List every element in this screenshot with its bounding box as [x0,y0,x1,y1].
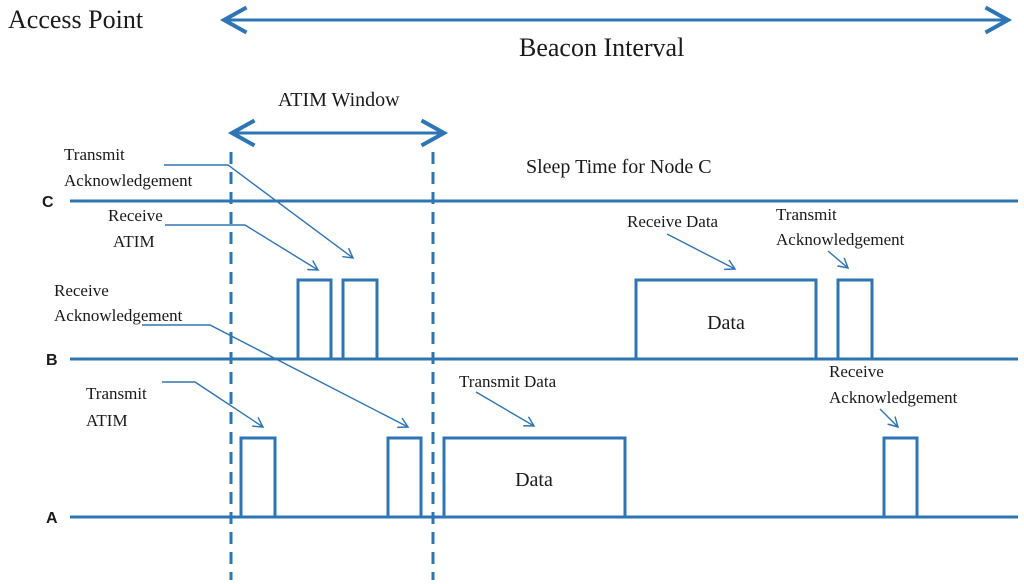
node-b-data-label: Data [707,312,745,334]
node-b-data-pulse [634,278,818,359]
b-transmit-ack-annotation: Transmit Acknowledgement [776,205,905,249]
sleep-time-label: Sleep Time for Node C [526,156,712,178]
a-final-receive-ack-arrow [879,408,900,429]
a-transmit-atim-arrow [162,381,265,428]
node-a-data-pulse [442,436,627,517]
node-c-label: C [42,194,54,211]
node-b-receive-atim-pulse [296,278,333,359]
a-receive-ack-annotation: Receive Acknowledgement [54,281,183,325]
node-a-transmit-atim-pulse [239,436,277,517]
a-final-receive-ack-annotation: Receive Acknowledgement [829,362,958,407]
c-transmit-ack-annotation: Transmit Acknowledgement [64,145,193,190]
node-a-label: A [46,510,58,527]
b-receive-data-annotation: Receive Data [627,212,719,231]
c-transmit-ack-arrow [164,164,355,259]
atim-window-label: ATIM Window [278,89,400,111]
b-receive-data-arrow [666,233,737,271]
node-a-data-label: Data [515,469,553,491]
node-b-transmit-ack-pulse [341,278,379,359]
node-a-final-ack-pulse [882,436,919,517]
access-point-title: Access Point [8,5,144,34]
node-b-label: B [46,352,58,369]
a-transmit-data-annotation: Transmit Data [459,372,557,391]
node-a-receive-ack-pulse [386,436,423,517]
b-receive-atim-arrow [165,224,320,271]
node-b-final-ack-pulse [836,278,874,359]
a-transmit-data-arrow [475,391,536,427]
b-receive-atim-annotation: Receive ATIM [108,206,167,251]
beacon-interval-label: Beacon Interval [519,33,684,62]
b-transmit-ack-arrow [827,250,850,269]
a-receive-ack-arrow [142,324,410,429]
a-transmit-atim-annotation: Transmit ATIM [86,384,151,430]
